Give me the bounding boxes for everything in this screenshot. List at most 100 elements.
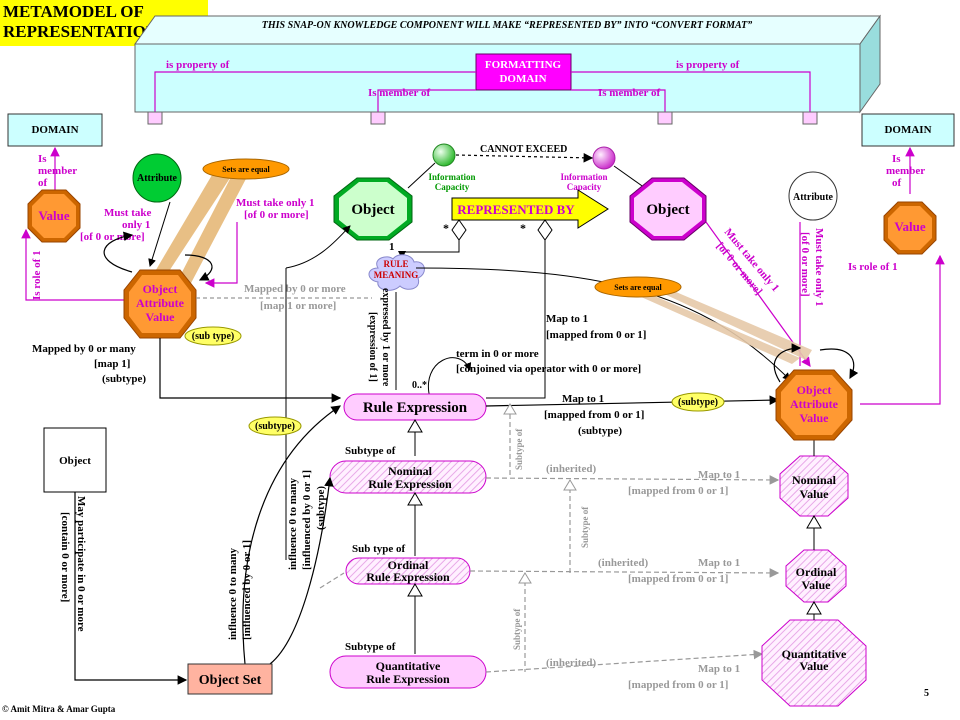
attribute-left-label: Attribute [137,173,178,184]
domain-right-box: DOMAIN [861,113,955,147]
nominal-value-1: Nominal [792,473,837,487]
ordinal-rule-expression: Ordinal Rule Expression [345,557,471,585]
object-bottom-left-label: Object [59,455,91,467]
nominal-rule-1: Nominal [388,464,433,478]
map-row-1-b: [mapped from 0 or 1] [628,485,728,497]
map-to-1-mid-2: [mapped from 0 or 1] [544,409,644,421]
nominal-rule-2: Rule Expression [368,477,452,491]
sets-equal-right-label: Sets are equal [614,283,662,292]
sets-equal-left: Sets are equal [202,158,290,180]
oav-right-3: Value [800,411,830,425]
map-row-2-b: [mapped from 0 or 1] [628,573,728,585]
mapped-many-2: [map 1] [94,358,130,370]
oav-left-3: Value [146,310,176,324]
right-must-take-vert-2: [of 0 or more] [799,232,811,297]
may-participate-2: [contain 0 or more] [59,512,71,602]
label-one: 1 [389,241,395,253]
left-obj-must-take-2: [of 0 or more] [244,209,309,221]
oav-left-node: Object Attribute Value [123,269,197,339]
mapped-by-more-1: Mapped by 0 or more [244,283,346,295]
domain-left-box: DOMAIN [7,113,103,147]
sets-equal-right: Sets are equal [594,276,682,298]
mapped-by-more-2: [map 1 or more] [260,300,336,312]
info-cap-right-1: Information [561,172,608,182]
left-must-take-1: Must take [104,207,151,219]
inherited-2: (inherited) [598,557,648,569]
formatting-domain-line-2: DOMAIN [499,73,546,85]
represented-by-label: REPRESENTED BY [457,202,575,217]
value-right-label: Value [894,219,926,234]
left-is-member-2: member [38,165,77,177]
influence-left-1: influence 0 to many [227,548,239,640]
nominal-value-2: Value [800,487,830,501]
term-in-1: term in 0 or more [456,348,539,360]
mapped-many-1: Mapped by 0 or many [32,343,136,355]
vertical-subtype-1: Subtype of [514,428,524,470]
map-to-1-top-1: Map to 1 [546,313,588,325]
quantitative-rule-2: Rule Expression [366,672,450,686]
quantitative-value-node: Quantitative Value [761,619,867,707]
value-left-label: Value [38,208,70,223]
quantitative-value-1: Quantitative [782,647,847,661]
oav-left-1: Object [143,282,178,296]
right-is-member-2: member [886,165,925,177]
object-left-node: Object [333,177,413,241]
ordinal-value-2: Value [802,578,832,592]
formatting-domain-box: FORMATTING DOMAIN [475,53,572,91]
rule-meaning-node: RULE MEANING [368,254,425,291]
oav-right-1: Object [797,383,832,397]
banner-plugs [147,111,818,125]
map-row-3-b: [mapped from 0 or 1] [628,679,728,691]
label-is-property-left: is property of [166,59,230,71]
subtype-left-badge: (sub type) [184,326,242,346]
label-is-property-right: is property of [676,59,740,71]
map-row-1-a: Map to 1 [698,469,740,481]
inherited-1: (inherited) [546,463,596,475]
cannot-exceed-label: CANNOT EXCEED [480,144,567,155]
page-number: 5 [924,688,929,699]
rule-expression-label: Rule Expression [363,400,468,416]
right-is-member-3: of [892,177,902,189]
right-is-role: Is role of 1 [848,261,898,273]
vertical-subtype-3: Subtype of [512,608,522,650]
star-right: * [520,221,526,235]
rule-expression-node: Rule Expression [343,393,487,421]
term-in-2: [conjoined via operator with 0 or more] [456,363,641,375]
value-left-node: Value [27,189,81,243]
copyright-notice: © Amit Mitra & Amar Gupta [2,704,116,714]
object-right-node: Object [629,177,707,241]
page-title-line-2: REPRESENTATION [3,22,159,41]
influence-right-3: (subtype) [315,486,327,530]
zero-star-label: 0..* [412,380,427,391]
quantitative-rule-1: Quantitative [376,659,441,673]
info-cap-left-2: Capacity [435,182,470,192]
banner-text: THIS SNAP-ON KNOWLEDGE COMPONENT WILL MA… [262,20,752,31]
map-row-3-a: Map to 1 [698,663,740,675]
label-is-member-left: Is member of [368,87,430,99]
right-must-take-vert-1: Must take only 1 [813,228,825,307]
ordinal-rule-2: Rule Expression [366,570,450,584]
ordinal-rule-1: Ordinal [388,558,429,572]
quantitative-value-2: Value [800,659,830,673]
subtype-center-label: (subtype) [255,421,295,432]
influence-right-2: [influenced by 0 or 1] [301,470,313,570]
star-left: * [443,221,449,235]
domain-right-label: DOMAIN [884,124,931,136]
map-to-1-mid-3: (subtype) [578,425,622,437]
nominal-value-node: Nominal Value [779,455,849,517]
left-is-member-1: Is [38,153,47,165]
nominal-rule-expression: Nominal Rule Expression [329,460,487,494]
formatting-domain-line-1: FORMATTING [485,59,562,71]
page-title-line-1: METAMODEL OF [3,2,144,21]
map-to-1-mid-1: Map to 1 [562,393,604,405]
info-cap-left-1: Information [429,172,476,182]
influence-left-2: [influenced by 0 or 1] [241,540,253,640]
rule-meaning-1: RULE [383,259,408,269]
subtype-left-label: (sub type) [192,331,235,342]
vertical-subtype-2: Subtype of [580,506,590,548]
info-cap-right-2: Capacity [567,182,602,192]
object-right-label: Object [646,202,689,218]
ordinal-value-1: Ordinal [796,565,837,579]
oav-left-2: Attribute [136,296,185,310]
label-is-member-right: Is member of [598,87,660,99]
